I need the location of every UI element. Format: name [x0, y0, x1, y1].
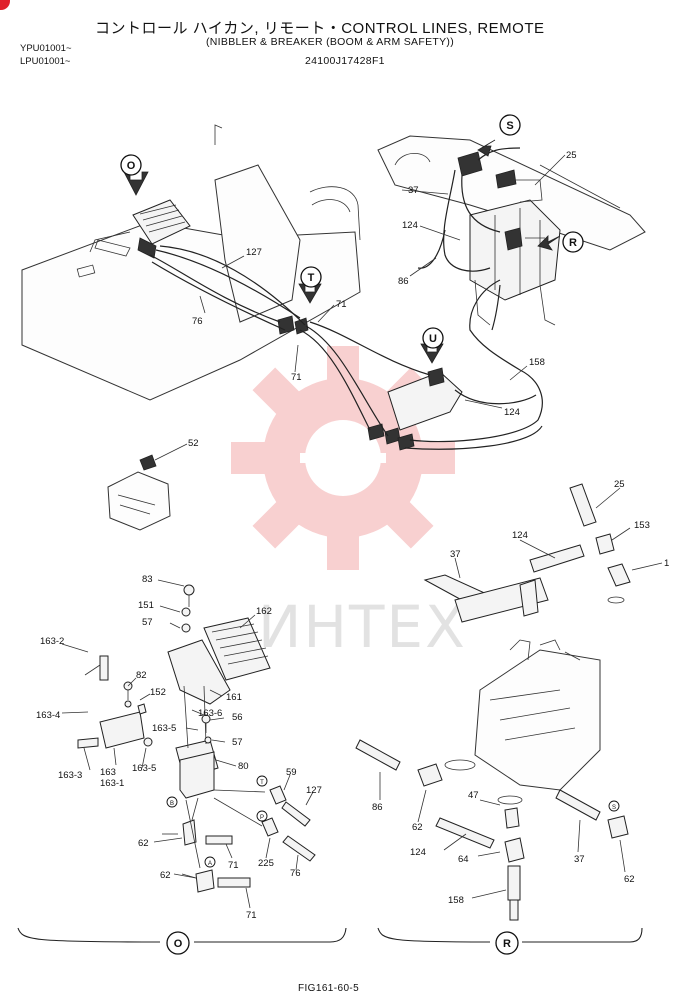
pedal-detail-assembly: [77, 584, 316, 893]
page-title: コントロール ハイカン, リモート・CONTROL LINES, REMOTE: [95, 20, 545, 37]
label-25-r: 25: [614, 479, 625, 490]
label-76-bot: 76: [290, 868, 301, 879]
small-callout-P: P: [256, 810, 268, 822]
label-47: 47: [468, 790, 479, 801]
label-163-5b: 163-5: [132, 763, 156, 774]
label-71-mid: 71: [291, 372, 302, 383]
label-64: 64: [458, 854, 469, 865]
label-163-1: 163-1: [100, 778, 124, 789]
label-83: 83: [142, 574, 153, 585]
label-124-r2: 124: [410, 847, 426, 858]
label-158-r: 158: [448, 895, 464, 906]
label-161: 161: [226, 692, 242, 703]
label-163-6: 163-6: [198, 708, 222, 719]
svg-text:A: A: [208, 861, 212, 867]
svg-text:U: U: [429, 333, 437, 345]
label-57a: 57: [142, 617, 153, 628]
label-62b: 62: [160, 870, 171, 881]
label-62a: 62: [138, 838, 149, 849]
small-callout-A: A: [204, 856, 216, 868]
svg-text:S: S: [612, 805, 616, 811]
label-127-bot: 127: [306, 785, 322, 796]
callout-circle-U: U: [422, 327, 444, 349]
label-82: 82: [136, 670, 147, 681]
label-124-top: 124: [504, 407, 520, 418]
svg-text:O: O: [127, 160, 136, 172]
label-163: 163: [100, 767, 116, 778]
svg-text:T: T: [260, 780, 264, 786]
callout-circle-R: R: [562, 231, 584, 253]
callout-arrows: [123, 139, 561, 364]
label-59: 59: [286, 767, 297, 778]
label-225: 225: [258, 858, 274, 869]
label-56: 56: [232, 712, 243, 723]
control-pedal-block: [94, 199, 191, 259]
label-52: 52: [188, 438, 199, 449]
label-37-r2: 37: [574, 854, 585, 865]
label-158-top: 158: [529, 357, 545, 368]
upper-hoses: [149, 147, 543, 450]
label-25-top: 25: [566, 150, 577, 161]
svg-text:S: S: [506, 120, 513, 132]
upper-frame: [21, 124, 646, 401]
label-1: 1: [664, 558, 669, 569]
callout-circle-S: S: [499, 114, 521, 136]
label-37-top: 37: [408, 185, 419, 196]
small-callout-T: T: [256, 775, 268, 787]
section-brackets: [17, 927, 643, 943]
callout-circle-O: O: [120, 154, 142, 176]
label-163-3: 163-3: [58, 770, 82, 781]
svg-text:R: R: [569, 237, 577, 249]
label-152: 152: [150, 687, 166, 698]
serial-range-2: LPU01001~: [20, 56, 71, 67]
svg-text:O: O: [174, 938, 183, 950]
svg-text:P: P: [260, 815, 264, 821]
serial-range-1: YPU01001~: [20, 43, 72, 54]
corner-marker: [0, 0, 10, 10]
page-subtitle: (NIBBLER & BREAKER (BOOM & ARM SAFETY)): [206, 36, 454, 48]
label-86-top: 86: [398, 276, 409, 287]
label-127-top: 127: [246, 247, 262, 258]
svg-text:T: T: [308, 272, 315, 284]
label-163-5a: 163-5: [152, 723, 176, 734]
solenoid-52: [107, 454, 171, 531]
label-80: 80: [238, 761, 249, 772]
label-124-r: 124: [512, 530, 528, 541]
valve-detail-assembly: [355, 483, 631, 921]
label-62-r2: 62: [624, 874, 635, 885]
section-label-right: R: [495, 931, 519, 955]
svg-text:R: R: [503, 938, 511, 950]
label-76-top: 76: [192, 316, 203, 327]
label-62-r: 62: [412, 822, 423, 833]
label-153: 153: [634, 520, 650, 531]
label-151: 151: [138, 600, 154, 611]
svg-text:B: B: [170, 801, 174, 807]
label-163-4: 163-4: [36, 710, 60, 721]
callout-circle-T: T: [300, 266, 322, 288]
small-callout-B: B: [166, 796, 178, 808]
figure-number: FIG161-60-5: [298, 983, 360, 994]
label-162: 162: [256, 606, 272, 617]
leader-lines: [61, 154, 663, 909]
label-71-top: 71: [336, 299, 347, 310]
part-number: 24100J17428F1: [305, 55, 385, 67]
label-71-botA: 71: [228, 860, 239, 871]
label-71-botB: 71: [246, 910, 257, 921]
section-label-left: O: [166, 931, 190, 955]
label-124-topr: 124: [402, 220, 418, 231]
small-callout-S: S: [608, 800, 620, 812]
solenoid-valve-block: [457, 151, 561, 326]
watermark-text: ИНТЕХ: [258, 593, 467, 661]
label-57b: 57: [232, 737, 243, 748]
label-163-2: 163-2: [40, 636, 64, 647]
label-37-r: 37: [450, 549, 461, 560]
label-86-r: 86: [372, 802, 383, 813]
center-valve-cluster: [277, 315, 463, 451]
